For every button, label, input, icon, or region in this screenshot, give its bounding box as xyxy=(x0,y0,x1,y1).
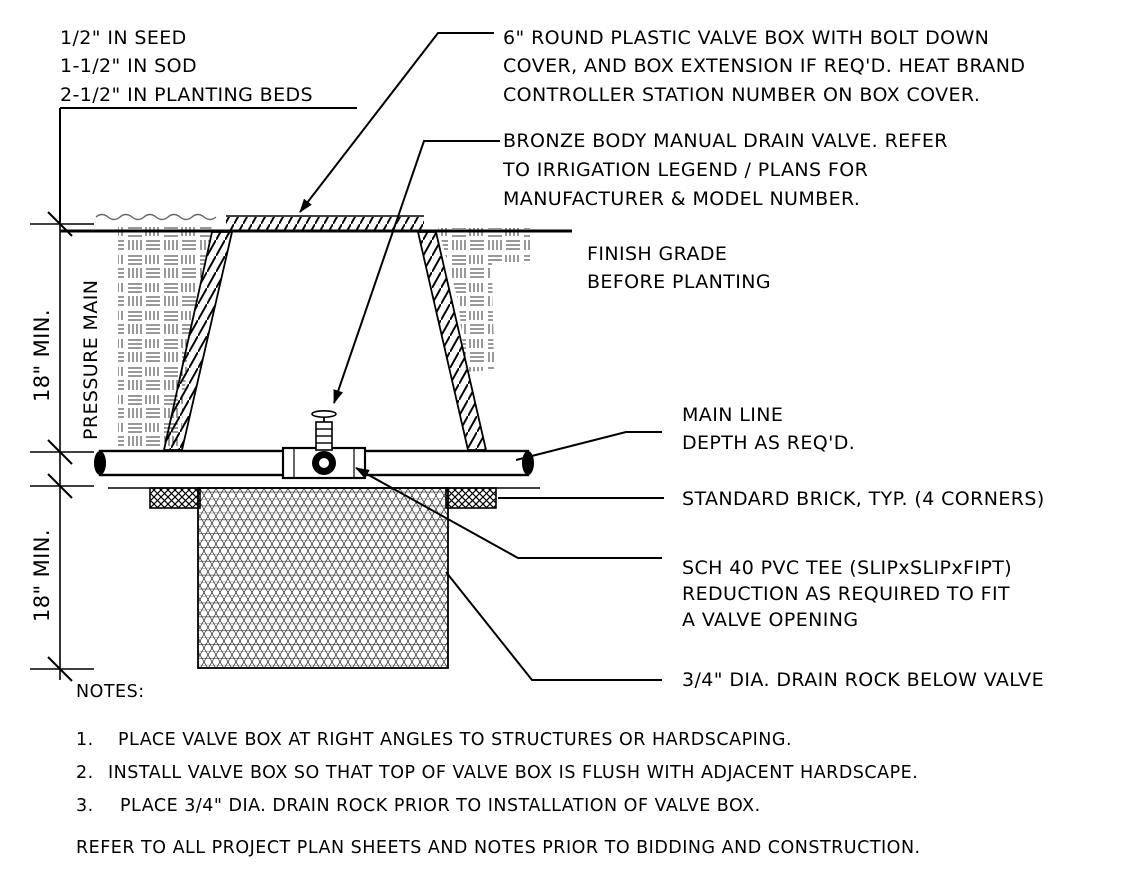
native-soil xyxy=(118,226,530,452)
cover-depth-labels: 1/2" IN SEED 1-1/2" IN SOD 2-1/2" IN PLA… xyxy=(59,27,357,222)
standard-bricks xyxy=(149,487,497,509)
notes-block: NOTES: 1. PLACE VALVE BOX AT RIGHT ANGLE… xyxy=(76,682,921,858)
callout-finish-grade: FINISH GRADE BEFORE PLANTING xyxy=(587,243,771,293)
valve-box-line-1: 6" ROUND PLASTIC VALVE BOX WITH BOLT DOW… xyxy=(503,27,989,49)
valve-box-line-2: COVER, AND BOX EXTENSION IF REQ'D. HEAT … xyxy=(503,55,1025,77)
drain-valve-leader xyxy=(333,140,500,404)
drain-valve-line-3: MANUFACTURER & MODEL NUMBER. xyxy=(503,188,860,210)
main-line-leader xyxy=(515,431,662,461)
valve-box-cover xyxy=(226,215,424,231)
pressure-main-label: PRESSURE MAIN xyxy=(80,280,102,440)
lower-depth-dimension: 18" MIN. xyxy=(30,529,54,622)
callout-tee: SCH 40 PVC TEE (SLIPxSLIPxFIPT) REDUCTIO… xyxy=(682,557,1012,631)
callout-brick: STANDARD BRICK, TYP. (4 CORNERS) xyxy=(682,488,1045,510)
main-line-line-1: MAIN LINE xyxy=(682,404,783,426)
tee-line-3: A VALVE OPENING xyxy=(682,609,859,631)
tee-leader xyxy=(355,467,662,559)
tee-line-1: SCH 40 PVC TEE (SLIPxSLIPxFIPT) xyxy=(682,557,1012,579)
note-2-number: 2. xyxy=(76,763,94,783)
note-2-text: INSTALL VALVE BOX SO THAT TOP OF VALVE B… xyxy=(108,763,918,783)
valve-box-leader xyxy=(299,32,494,213)
drain-valve-line-2: TO IRRIGATION LEGEND / PLANS FOR xyxy=(502,159,868,181)
callout-drain-rock: 3/4" DIA. DRAIN ROCK BELOW VALVE xyxy=(682,669,1044,691)
note-3-number: 3. xyxy=(76,796,94,816)
note-3-text: PLACE 3/4" DIA. DRAIN ROCK PRIOR TO INST… xyxy=(120,796,761,816)
callout-main-line: MAIN LINE DEPTH AS REQ'D. xyxy=(682,404,855,454)
main-line-line-2: DEPTH AS REQ'D. xyxy=(682,432,855,454)
note-1-number: 1. xyxy=(76,730,94,750)
dimension-lines xyxy=(30,206,94,682)
manual-drain-valve xyxy=(311,409,337,451)
drain-rock-leader xyxy=(445,571,662,681)
valve-box-line-3: CONTROLLER STATION NUMBER ON BOX COVER. xyxy=(503,84,980,106)
finish-grade-line-2: BEFORE PLANTING xyxy=(587,271,771,293)
sod-surface xyxy=(95,213,217,221)
notes-footer: REFER TO ALL PROJECT PLAN SHEETS AND NOT… xyxy=(76,838,921,858)
notes-heading: NOTES: xyxy=(76,682,145,702)
callout-leaders xyxy=(299,32,664,681)
drain-valve-line-1: BRONZE BODY MANUAL DRAIN VALVE. REFER xyxy=(503,130,948,152)
upper-depth-dimension: 18" MIN. xyxy=(30,309,54,402)
cover-depth-seed: 1/2" IN SEED xyxy=(60,27,187,49)
note-1-text: PLACE VALVE BOX AT RIGHT ANGLES TO STRUC… xyxy=(118,730,792,750)
cover-depth-sod: 1-1/2" IN SOD xyxy=(60,55,197,77)
callout-valve-box: 6" ROUND PLASTIC VALVE BOX WITH BOLT DOW… xyxy=(503,27,1025,106)
cover-depth-beds: 2-1/2" IN PLANTING BEDS xyxy=(60,84,313,106)
callout-drain-valve: BRONZE BODY MANUAL DRAIN VALVE. REFER TO… xyxy=(502,130,948,210)
pvc-tee xyxy=(281,446,367,480)
drain-rock-bed xyxy=(197,487,449,669)
tee-line-2: REDUCTION AS REQUIRED TO FIT xyxy=(682,583,1010,605)
finish-grade-line-1: FINISH GRADE xyxy=(587,243,727,265)
